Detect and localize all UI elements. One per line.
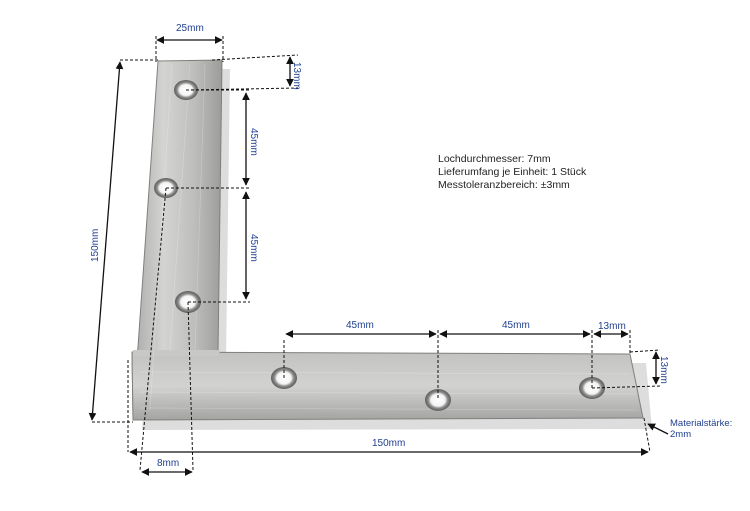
label-horizontal-spacing-2: 45mm [502, 320, 530, 331]
label-inner-offset: 8mm [157, 458, 179, 469]
spec-tolerance: Messtoleranzbereich: ±3mm [438, 179, 570, 191]
label-material-value: 2mm [670, 429, 691, 440]
dimension-arrows [88, 36, 669, 476]
label-end-hole-offset: 13mm [598, 321, 626, 332]
label-material-title: Materialstärke: [670, 418, 732, 429]
hole-5 [425, 389, 451, 411]
extension-lines [92, 36, 661, 471]
label-vertical-total: 150mm [90, 229, 101, 262]
spec-hole-diameter: Lochdurchmesser: 7mm [438, 153, 551, 165]
bracket-corner [133, 350, 220, 356]
label-horizontal-total: 150mm [372, 438, 405, 449]
label-vertical-spacing-1: 45mm [248, 128, 259, 156]
label-top-hole-offset: 13mm [291, 62, 302, 90]
label-end-height-offset: 13mm [658, 356, 669, 384]
bracket-horizontal-leg [131, 351, 644, 421]
label-horizontal-spacing-1: 45mm [346, 320, 374, 331]
label-vertical-spacing-2: 45mm [248, 234, 259, 262]
spec-delivery-scope: Lieferumfang je Einheit: 1 Stück [438, 166, 587, 178]
label-top-width: 25mm [176, 23, 204, 34]
brushed-texture [139, 63, 641, 411]
